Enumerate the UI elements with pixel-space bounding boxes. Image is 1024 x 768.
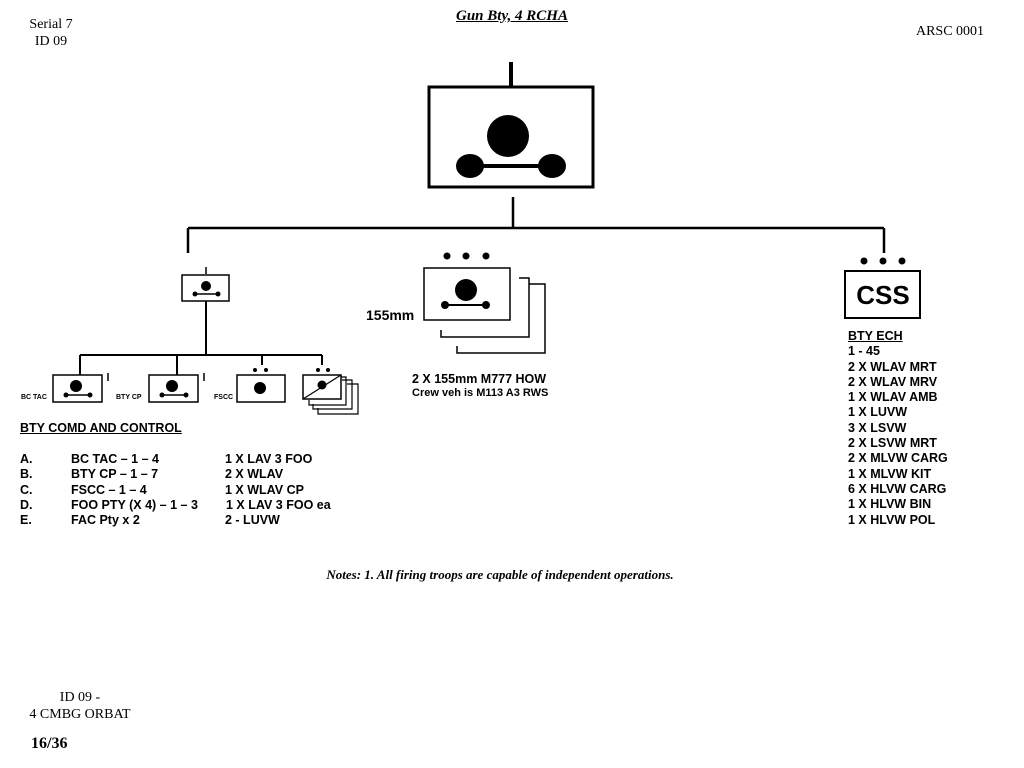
- row-letter: B.: [20, 467, 33, 481]
- list-item: 1 X LUVW: [848, 405, 908, 420]
- gun-calibre-label: 155mm: [366, 307, 415, 323]
- main-connector: [186, 197, 886, 253]
- bc-tac-label: BC TAC: [21, 394, 47, 401]
- css-label: CSS: [856, 280, 910, 310]
- foo-pty-symbol: [302, 368, 359, 415]
- serial-number: Serial 7: [29, 17, 73, 32]
- row-letter: A.: [20, 452, 33, 466]
- hq-symbol: [181, 267, 230, 302]
- gun-troop-symbol: [423, 252, 546, 354]
- comd-title: BTY COMD AND CONTROL: [20, 421, 182, 435]
- list-item: 1 - 45: [848, 344, 880, 359]
- footer-id: ID 09 - 4 CMBG ORBAT: [20, 689, 140, 723]
- row-letter: D.: [20, 498, 33, 512]
- list-item: 2 X WLAV MRT: [848, 359, 937, 374]
- row-letter: C.: [20, 483, 33, 497]
- list-item: 1 X WLAV AMB: [848, 390, 938, 405]
- page-title: Gun Bty, 4 RCHA: [456, 8, 568, 24]
- row-equip: 1 X WLAV CP: [225, 483, 304, 497]
- row-letter: E.: [20, 513, 32, 527]
- list-item: 2 X LSVW MRT: [848, 436, 937, 451]
- serial-id: ID 09: [34, 34, 68, 49]
- page-number: 16/36: [31, 735, 68, 752]
- gun-count: 2 X 155mm M777 HOW: [412, 372, 547, 386]
- crew-vehicle: Crew veh is M113 A3 RWS: [412, 387, 549, 399]
- ech-title: BTY ECH: [848, 329, 903, 343]
- list-item: 6 X HLVW CARG: [848, 481, 947, 496]
- css-symbol: [844, 257, 921, 319]
- bc-tac-symbol: [52, 373, 109, 403]
- fscc-symbol: [236, 368, 286, 403]
- row-equip: 2 X WLAV: [225, 467, 284, 481]
- row-equip: 1 X LAV 3 FOO ea: [226, 498, 331, 512]
- list-item: 1 X MLVW KIT: [848, 466, 932, 481]
- row-name: BTY CP – 1 – 7: [71, 467, 159, 481]
- ref-code: ARSC 0001: [915, 24, 985, 39]
- list-item: 2 X MLVW CARG: [848, 451, 948, 466]
- list-item: 1 X HLVW POL: [848, 512, 936, 527]
- sub-connector: [79, 301, 323, 375]
- list-item: 2 X WLAV MRV: [848, 374, 938, 389]
- bty-cp-label: BTY CP: [116, 394, 142, 401]
- row-equip: 1 X LAV 3 FOO: [225, 452, 313, 466]
- row-name: BC TAC – 1 – 4: [71, 452, 159, 466]
- footer-line1: ID 09 -: [59, 690, 101, 705]
- list-item: 1 X HLVW BIN: [848, 497, 932, 512]
- notes: Notes: 1. All firing troops are capable …: [326, 567, 674, 582]
- row-name: FAC Pty x 2: [71, 513, 140, 527]
- row-equip: 2 - LUVW: [225, 513, 280, 527]
- bty-cp-symbol: [148, 373, 205, 403]
- footer-line2: 4 CMBG ORBAT: [29, 707, 131, 722]
- list-item: 3 X LSVW: [848, 420, 907, 435]
- row-name: FSCC – 1 – 4: [71, 483, 147, 497]
- row-name: FOO PTY (X 4) – 1 – 3: [71, 498, 198, 512]
- ech-list: BTY ECH 1 - 45 2 X WLAV MRT 2 X WLAV MRV…: [848, 329, 948, 528]
- battery-symbol: [427, 62, 595, 189]
- serial-block: Serial 7 ID 09: [16, 16, 86, 50]
- fscc-label: FSCC: [214, 394, 234, 401]
